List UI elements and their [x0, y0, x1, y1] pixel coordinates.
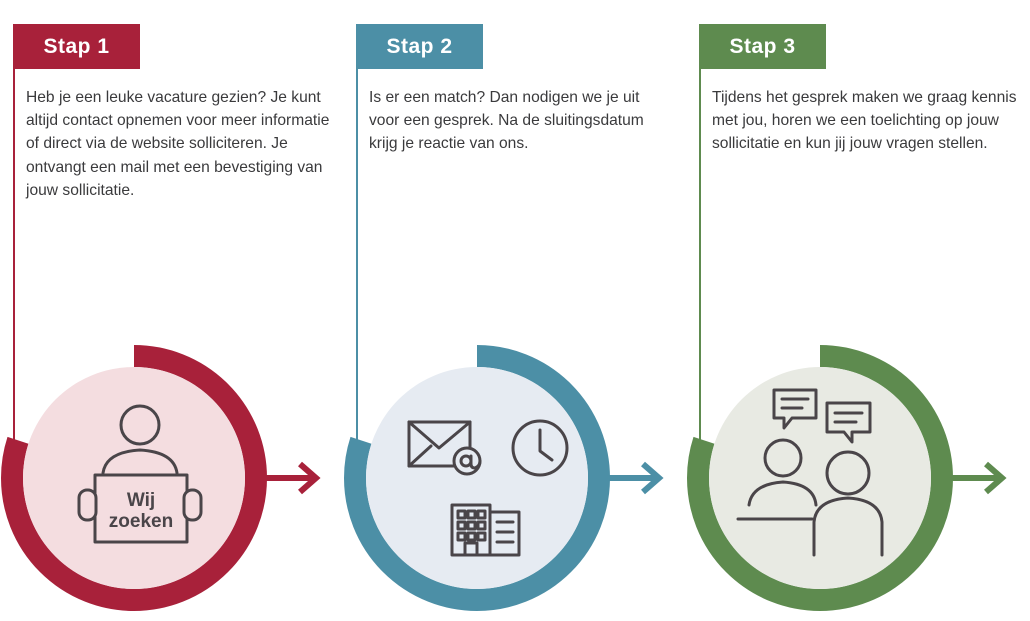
person-icon [747, 438, 818, 507]
person-body [101, 448, 179, 475]
step-1-graphic: Wij zoeken [1, 345, 321, 611]
mail-icon [407, 420, 472, 468]
sign-text-line-2: zoeken [109, 511, 173, 532]
at-icon [452, 446, 482, 476]
step-3-circle-fill [709, 367, 931, 589]
step-3-label: Stap 3 [699, 24, 826, 69]
step-1-description: Heb je een leuke vacature gezien? Je kun… [26, 89, 330, 199]
step-3-graphic [687, 345, 1007, 611]
step-2-graphic [344, 345, 664, 611]
step-3-description: Tijdens het gesprek maken we graag kenni… [712, 89, 1017, 153]
step-1: Stap 1 Heb je een leuke vacature gezien?… [0, 0, 340, 621]
left-hand-icon [77, 488, 98, 522]
step-1-line [13, 24, 15, 464]
step-2-description: Is er een match? Dan nodigen we je uit v… [369, 89, 644, 153]
step-3: Stap 3 Tijdens het gesprek maken we graa… [686, 0, 1026, 621]
step-1-label: Stap 1 [13, 24, 140, 69]
speech-bubble-icon [772, 388, 818, 430]
right-hand-icon [182, 488, 203, 522]
building-icon [450, 503, 521, 557]
step-2-line [356, 24, 358, 464]
step-3-line [699, 24, 701, 464]
sign-text-line-1: Wij [127, 490, 155, 511]
person-icon [119, 404, 161, 446]
step-2-label: Stap 2 [356, 24, 483, 69]
speech-bubble-icon [825, 401, 872, 444]
step-2: Stap 2 Is er een match? Dan nodigen we j… [343, 0, 683, 621]
clock-icon [511, 419, 569, 477]
arrow-right-icon [298, 461, 321, 495]
arrow-right-icon [984, 461, 1007, 495]
person-icon [812, 450, 884, 557]
arrow-right-icon [641, 461, 664, 495]
